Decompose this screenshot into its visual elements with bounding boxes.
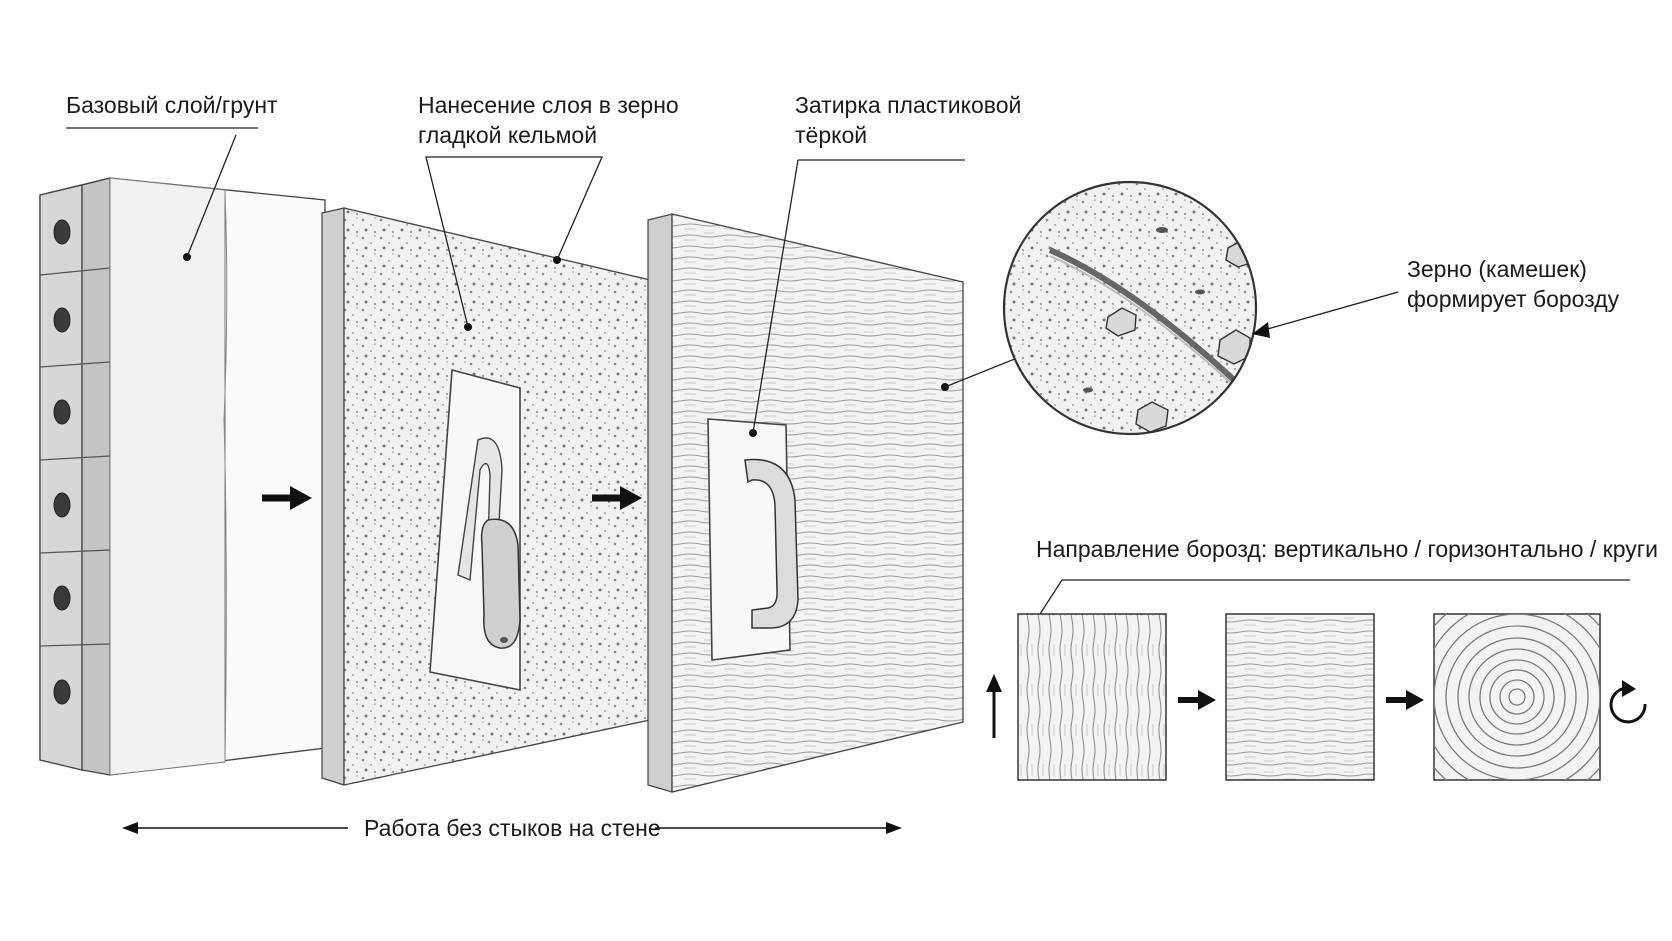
arrow-right-icon — [1386, 690, 1424, 710]
grain-coat-label-line2: гладкой кельмой — [418, 122, 598, 148]
base-coat-label: Базовый слой/грунт — [66, 92, 278, 118]
seamless-span-arrow — [122, 822, 902, 834]
base-coat-wall — [39, 127, 326, 776]
magnifier-circle-icon — [1002, 180, 1399, 436]
arrow-right-icon — [262, 486, 312, 510]
rotate-clockwise-icon — [1609, 680, 1647, 724]
vertical-texture-sample — [1017, 613, 1167, 781]
float-label-line2: тёркой — [795, 122, 868, 148]
float-label-line1: Затирка пластиковой — [795, 92, 1022, 118]
brick-holes — [53, 219, 71, 705]
seamless-work-label: Работа без стыков на стене — [364, 815, 661, 841]
grain-coat-panel — [321, 156, 651, 786]
trowel-icon — [429, 368, 521, 691]
floated-texture-panel — [647, 159, 1063, 793]
grain-stone-label-line2: формирует борозду — [1407, 286, 1620, 312]
groove-direction-label: Направление борозд: вертикально / горизо… — [1036, 536, 1659, 562]
arrow-right-icon — [1178, 690, 1216, 710]
plastic-float-icon — [707, 418, 799, 661]
arrow-right-icon — [592, 486, 642, 510]
grain-stone-label-line1: Зерно (камешек) — [1407, 256, 1587, 282]
grain-coat-label-line1: Нанесение слоя в зерно — [418, 92, 679, 118]
circular-texture-sample — [1433, 613, 1601, 781]
horizontal-texture-sample — [1225, 613, 1375, 781]
arrow-up-icon — [986, 674, 1002, 738]
